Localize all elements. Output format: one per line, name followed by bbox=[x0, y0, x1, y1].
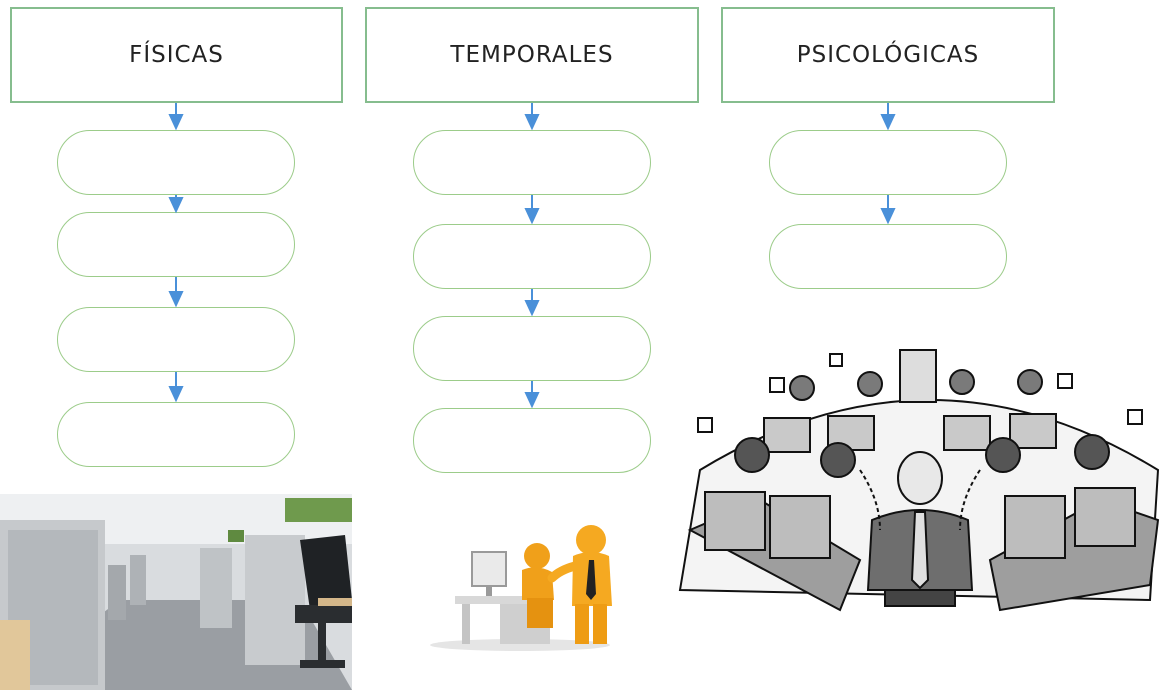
empty-box-psicologicas-1 bbox=[769, 130, 1007, 195]
empty-box-fisicas-2 bbox=[57, 212, 295, 277]
empty-box-fisicas-4 bbox=[57, 402, 295, 467]
arrow-head-fisicas-2 bbox=[168, 197, 184, 214]
empty-box-fisicas-3 bbox=[57, 307, 295, 372]
arrow-head-fisicas-4 bbox=[168, 386, 184, 403]
arrow-head-psicologicas-1 bbox=[880, 114, 896, 131]
arrow-head-fisicas-1 bbox=[168, 114, 184, 131]
chained-workers-cartoon bbox=[678, 349, 1160, 612]
header-fisicas: FÍSICAS bbox=[10, 7, 343, 103]
header-temporales: TEMPORALES bbox=[365, 7, 699, 103]
arrow-head-temporales-4 bbox=[524, 392, 540, 409]
arrow-head-temporales-3 bbox=[524, 300, 540, 317]
arrow-head-psicologicas-2 bbox=[880, 208, 896, 225]
empty-box-temporales-2 bbox=[413, 224, 651, 289]
office-cubicles-photo bbox=[0, 494, 352, 690]
header-psicologicas: PSICOLÓGICAS bbox=[721, 7, 1055, 103]
empty-box-temporales-1 bbox=[413, 130, 651, 195]
empty-box-temporales-4 bbox=[413, 408, 651, 473]
empty-box-fisicas-1 bbox=[57, 130, 295, 195]
arrow-head-temporales-1 bbox=[524, 114, 540, 131]
header-psicologicas-label: PSICOLÓGICAS bbox=[796, 42, 980, 68]
empty-box-temporales-3 bbox=[413, 316, 651, 381]
header-fisicas-label: FÍSICAS bbox=[129, 42, 224, 68]
arrow-head-temporales-2 bbox=[524, 208, 540, 225]
header-temporales-label: TEMPORALES bbox=[450, 42, 614, 68]
arrow-head-fisicas-3 bbox=[168, 291, 184, 308]
empty-box-psicologicas-2 bbox=[769, 224, 1007, 289]
orange-figures-computer-illustration bbox=[430, 525, 612, 651]
